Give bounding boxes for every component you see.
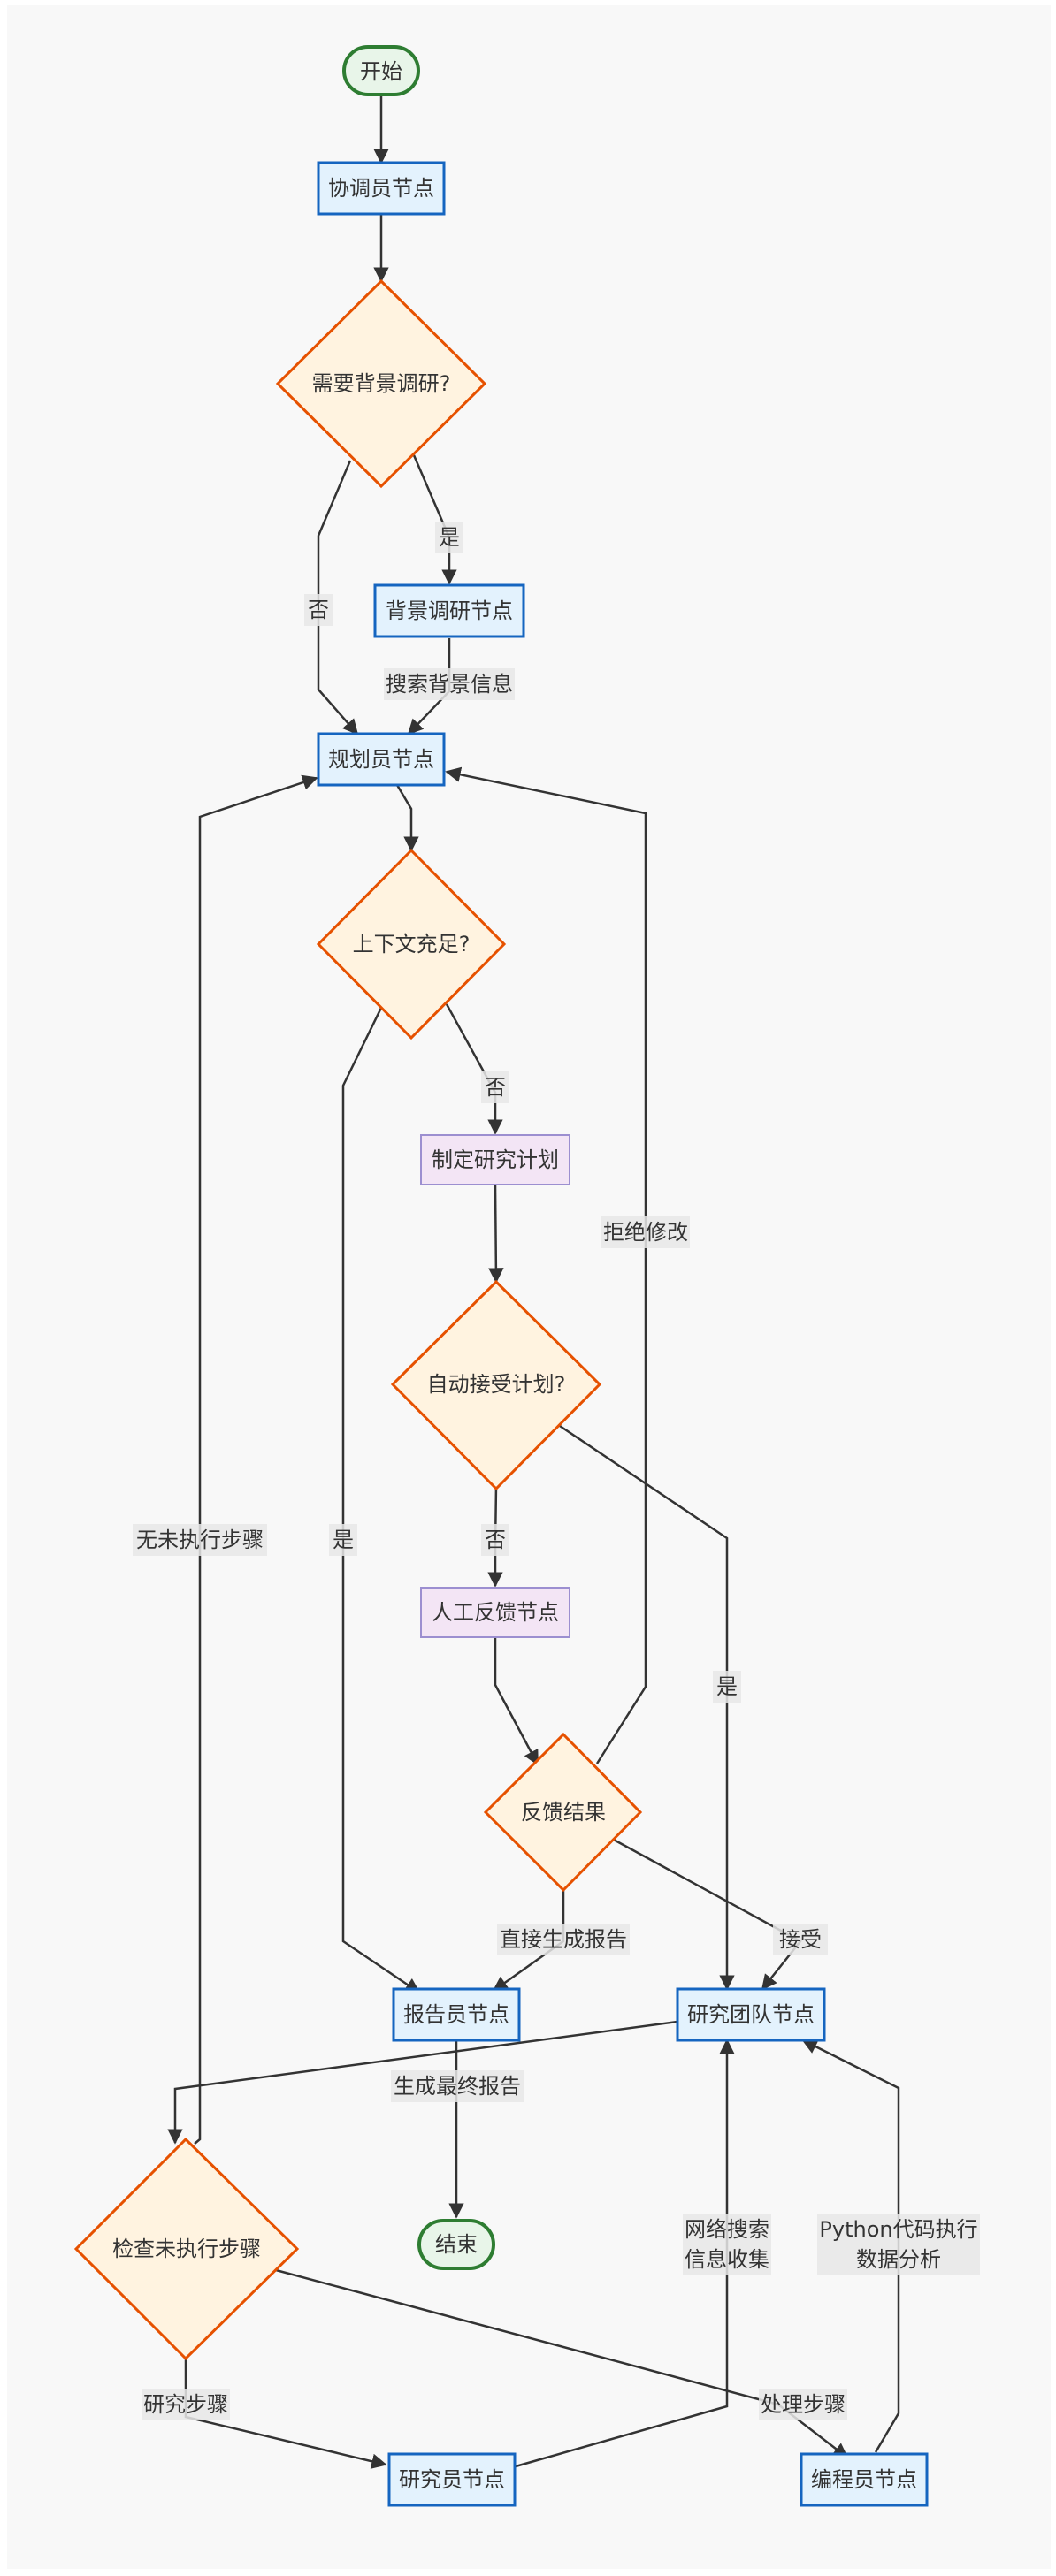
node-check-steps-decision[interactable]: 检查未执行步骤	[73, 2137, 300, 2361]
node-label: 研究员节点	[399, 2467, 505, 2492]
node-label: 反馈结果	[521, 1800, 606, 1825]
node-label: 报告员节点	[403, 2002, 509, 2027]
nodes: 开始 协调员节点 需要背景调研? 背景调研节点 规划员节点 上下文充足?	[73, 45, 929, 2507]
edge-label-no-auto: 否	[481, 1524, 509, 1556]
node-end[interactable]: 结束	[417, 2219, 495, 2270]
node-auto-accept-decision[interactable]: 自动接受计划?	[390, 1279, 602, 1491]
node-bg-research[interactable]: 背景调研节点	[373, 583, 525, 638]
node-label: 背景调研节点	[386, 598, 513, 623]
edge-label-reject: 拒绝修改	[601, 1216, 690, 1248]
edge-label-no-bg: 否	[304, 594, 333, 626]
node-coordinator[interactable]: 协调员节点	[317, 161, 446, 216]
edge-label-research-step: 研究步骤	[142, 2389, 230, 2420]
node-label: 上下文充足?	[353, 932, 471, 956]
node-label: 需要背景调研?	[312, 371, 451, 396]
node-label: 编程员节点	[811, 2467, 917, 2492]
node-need-bg-decision[interactable]: 需要背景调研?	[275, 278, 487, 489]
edge-label-text: 拒绝修改	[603, 1220, 688, 1245]
edge-label-text: 无未执行步骤	[136, 1528, 264, 1552]
edge-label-text: 直接生成报告	[500, 1927, 627, 1952]
node-label: 结束	[435, 2232, 478, 2257]
node-make-plan[interactable]: 制定研究计划	[420, 1134, 570, 1185]
node-label: 自动接受计划?	[427, 1372, 566, 1397]
edge-label-search-bg: 搜索背景信息	[384, 668, 515, 700]
edge-label-text: 搜索背景信息	[386, 672, 513, 697]
node-label: 协调员节点	[328, 176, 434, 201]
edge-check-no-steps	[194, 774, 318, 2145]
edge-researcher-team	[515, 2039, 735, 2468]
node-coder[interactable]: 编程员节点	[800, 2452, 929, 2507]
edge-label-text: 信息收集	[685, 2247, 769, 2272]
edge-label-no-steps: 无未执行步骤	[133, 1524, 267, 1556]
node-label: 开始	[360, 59, 402, 84]
node-label: 检查未执行步骤	[112, 2237, 261, 2261]
edge-labels: 是 否 搜索背景信息 否 是 拒绝修改 否 是	[133, 522, 980, 2420]
edge-label-yes-context: 是	[329, 1524, 357, 1556]
edge-label-web-search: 网络搜索 信息收集	[683, 2214, 771, 2275]
node-research-team[interactable]: 研究团队节点	[676, 1987, 826, 2042]
edge-plan-auto	[488, 1184, 504, 1284]
node-label: 研究团队节点	[687, 2002, 815, 2027]
edge-label-direct-report: 直接生成报告	[497, 1924, 630, 1955]
node-start[interactable]: 开始	[342, 45, 420, 96]
node-human-feedback[interactable]: 人工反馈节点	[420, 1587, 570, 1638]
edge-label-text: Python代码执行	[819, 2217, 977, 2242]
edge-label-text: 处理步骤	[761, 2392, 846, 2417]
edge-context-yes	[341, 1005, 421, 1994]
edge-label-text: 是	[333, 1528, 354, 1552]
node-label: 人工反馈节点	[432, 1600, 559, 1625]
edge-auto-yes	[559, 1424, 735, 1991]
node-context-decision[interactable]: 上下文充足?	[316, 848, 507, 1040]
edge-label-no-context: 否	[481, 1071, 509, 1103]
edge-label-yes-bg: 是	[435, 522, 463, 553]
edge-label-text: 是	[716, 1674, 738, 1699]
edge-label-text: 研究步骤	[143, 2392, 228, 2417]
node-feedback-result-decision[interactable]: 反馈结果	[483, 1732, 643, 1893]
edge-team-check	[167, 2020, 678, 2145]
edge-label-python: Python代码执行 数据分析	[817, 2214, 980, 2275]
node-researcher[interactable]: 研究员节点	[387, 2452, 517, 2507]
edge-label-final-report: 生成最终报告	[391, 2070, 524, 2102]
edge-label-text: 数据分析	[856, 2247, 941, 2272]
edge-label-text: 网络搜索	[685, 2217, 769, 2242]
edge-label-yes-auto: 是	[713, 1671, 741, 1703]
edge-label-process-step: 处理步骤	[759, 2389, 847, 2420]
node-label: 规划员节点	[328, 747, 434, 772]
edge-feedback-result	[494, 1637, 539, 1766]
edge-label-text: 接受	[779, 1927, 822, 1952]
edge-planner-context	[395, 784, 419, 852]
edge-result-reject	[445, 766, 647, 1764]
edge-label-text: 是	[439, 525, 460, 550]
edge-label-text: 生成最终报告	[394, 2074, 521, 2099]
edge-label-text: 否	[485, 1528, 506, 1552]
node-label: 制定研究计划	[432, 1147, 559, 1172]
node-reporter[interactable]: 报告员节点	[392, 1987, 521, 2042]
node-planner[interactable]: 规划员节点	[317, 732, 446, 787]
edge-label-text: 否	[485, 1075, 506, 1100]
edge-label-accept: 接受	[773, 1924, 828, 1955]
edge-label-text: 否	[308, 598, 329, 622]
